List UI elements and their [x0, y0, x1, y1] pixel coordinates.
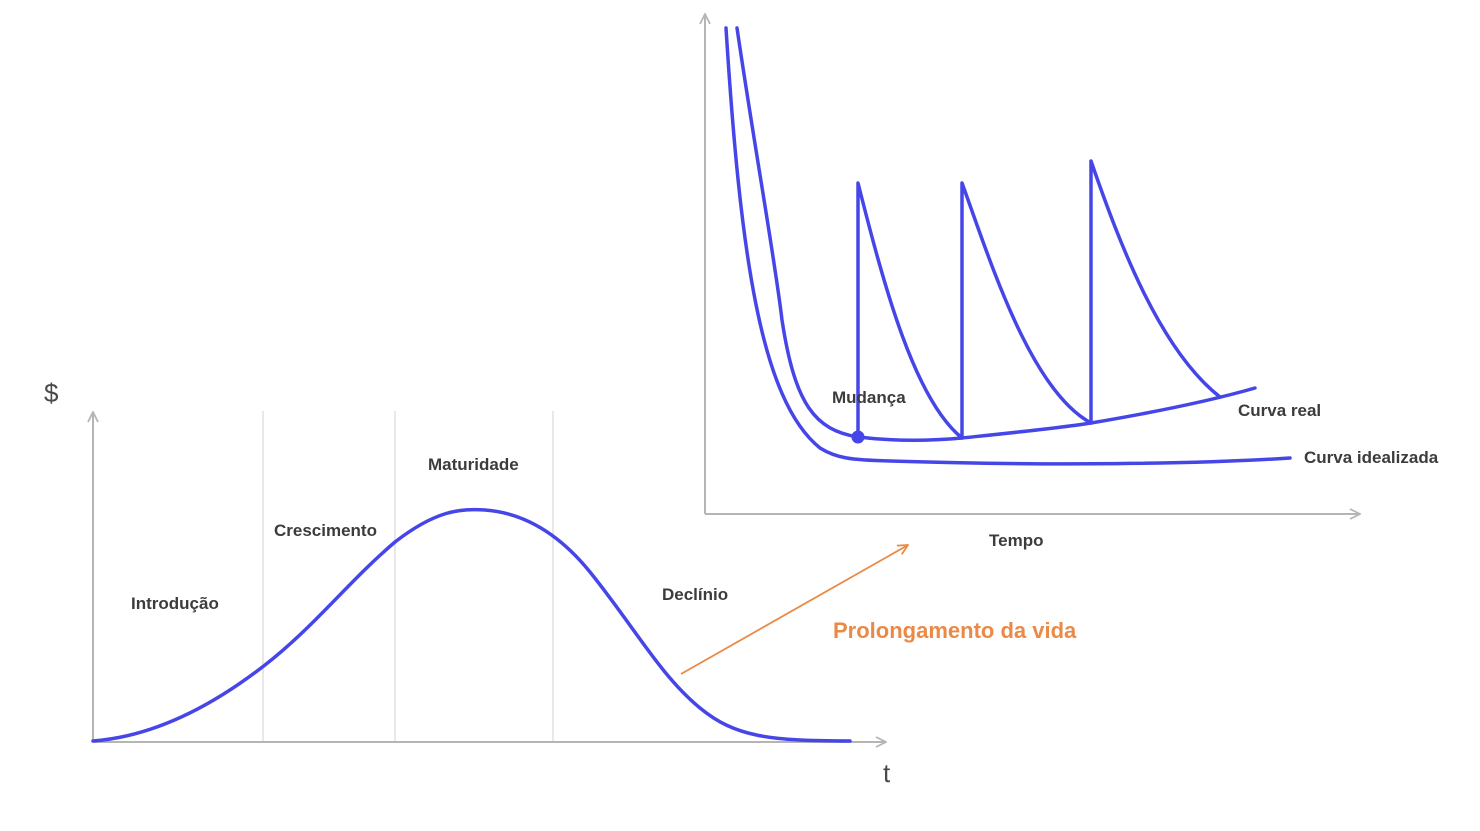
phase-label-decline: Declínio: [662, 585, 728, 604]
real-curve-label: Curva real: [1238, 401, 1321, 420]
real-curve: [735, 26, 1222, 440]
idealized-curve: [724, 26, 1292, 466]
life-cycle-diagram: $ t Introdução Crescimento Maturidade De…: [44, 378, 891, 788]
cost-curve-diagram: Mudança Curva real Curva idealizada Temp…: [705, 14, 1439, 550]
phase-label-maturity: Maturidade: [428, 455, 519, 474]
x-axis-label: t: [883, 758, 891, 788]
change-marker: [851, 430, 865, 444]
idealized-curve-label: Curva idealizada: [1304, 448, 1439, 467]
life-extension-link: Prolongamento da vida: [680, 545, 1077, 675]
life-extension-label: Prolongamento da vida: [833, 618, 1077, 643]
time-axis-label: Tempo: [989, 531, 1043, 550]
phase-label-growth: Crescimento: [274, 521, 377, 540]
y-axis-label: $: [44, 378, 59, 408]
real-curve-envelope: [856, 386, 1257, 442]
life-extension-arrow: [680, 545, 908, 675]
phase-label-introduction: Introdução: [131, 594, 219, 613]
change-label: Mudança: [832, 388, 906, 407]
life-cycle-curve: [91, 507, 852, 743]
